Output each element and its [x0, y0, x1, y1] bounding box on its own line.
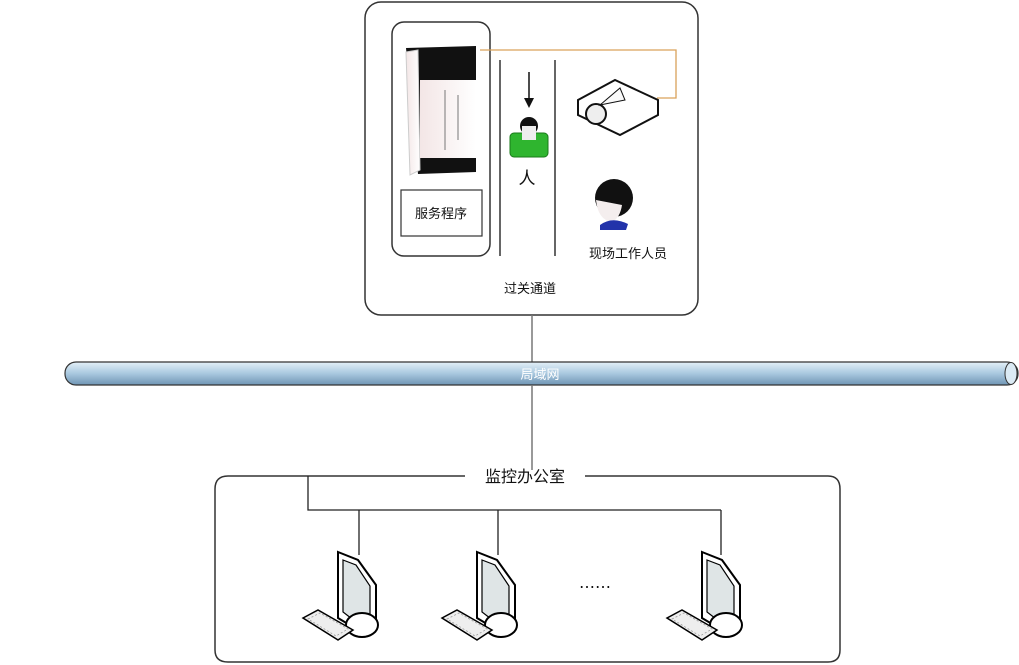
lan-pipe: [64, 361, 1019, 386]
computer-icon-2: [441, 551, 518, 641]
office-label: 监控办公室: [485, 467, 565, 486]
channel-label: 过关通道: [504, 282, 556, 297]
ellipsis: ……: [579, 573, 611, 592]
office-area: [214, 475, 841, 663]
computer-icon-3: [666, 551, 743, 641]
service-program-box: [400, 189, 483, 237]
staff-label: 现场工作人员: [589, 247, 667, 262]
cable-line: [480, 49, 677, 99]
office-wiring: [307, 476, 722, 555]
staff-icon: [595, 179, 633, 230]
person-label: 人: [519, 169, 536, 189]
down-arrow-icon: [524, 72, 534, 108]
computer-icon-1: [302, 551, 379, 641]
person-icon: [509, 117, 549, 158]
scanner-device-icon: [405, 46, 476, 176]
projector-camera-icon: [577, 78, 659, 137]
lan-label: 局域网: [520, 368, 559, 383]
service-program-label: 服务程序: [415, 206, 467, 222]
